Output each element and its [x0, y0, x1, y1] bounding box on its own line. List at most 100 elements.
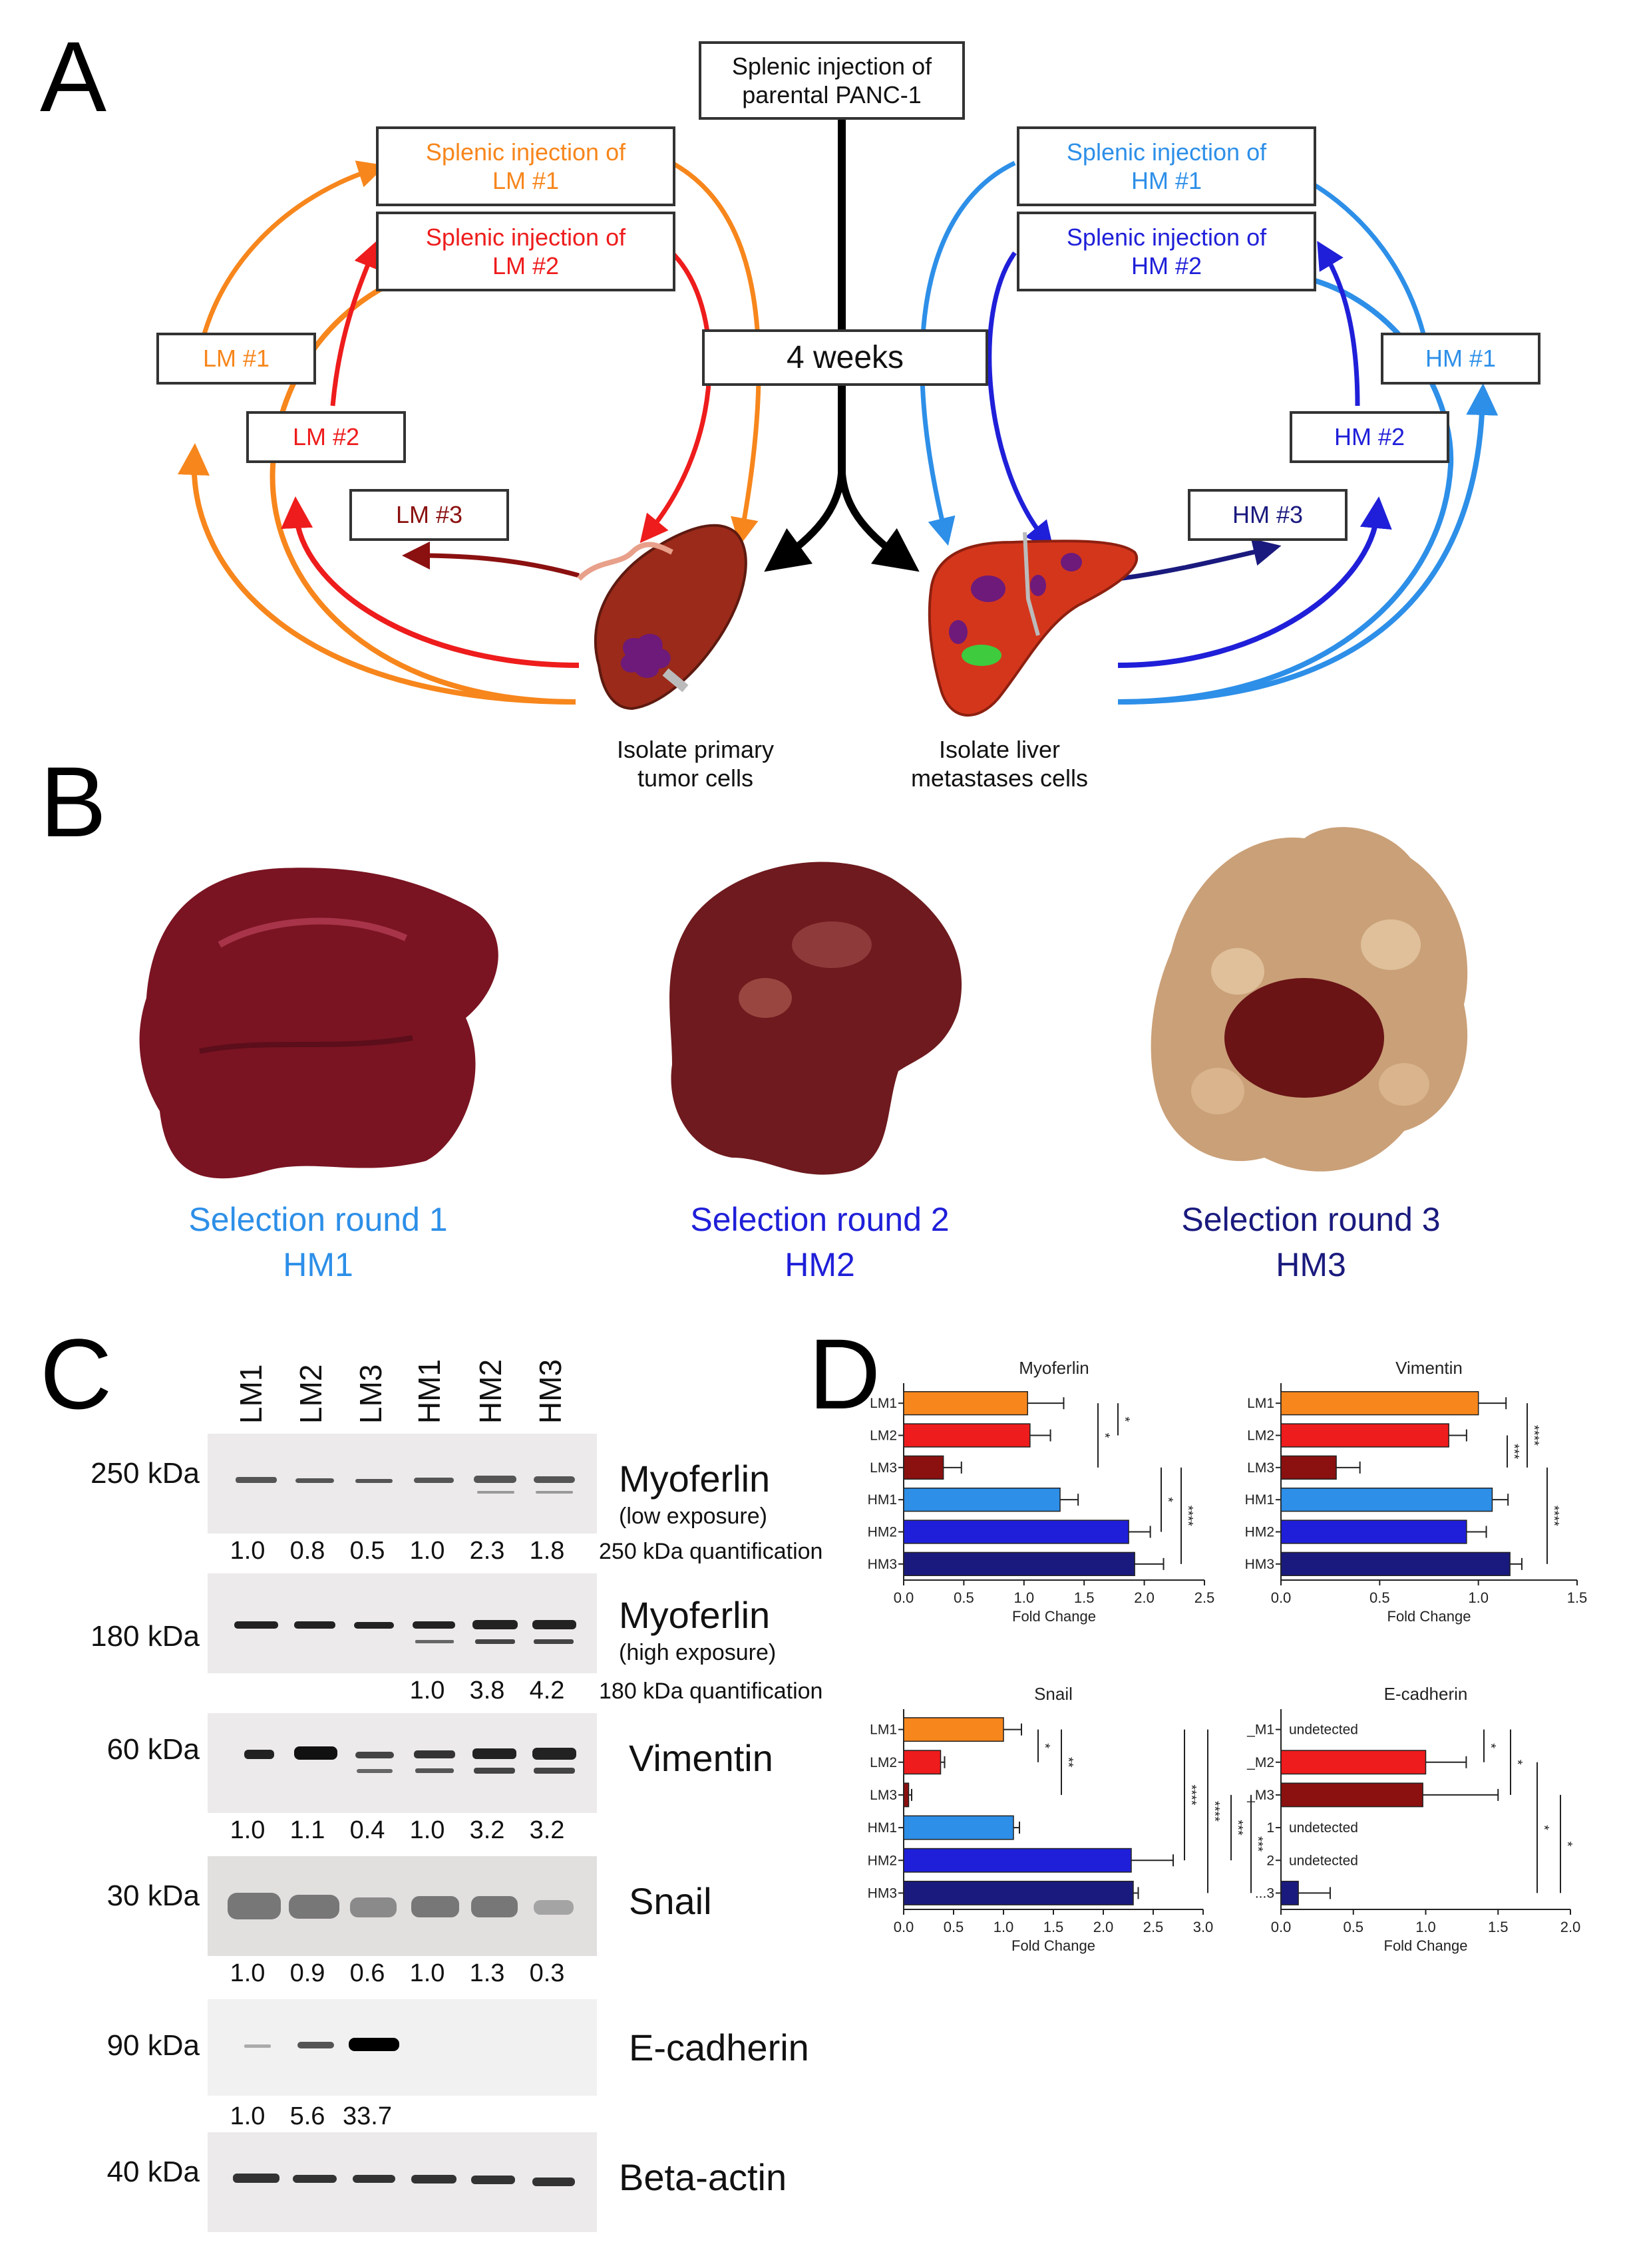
- exposure-label-low: (low exposure): [619, 1504, 767, 1529]
- quant-vimentin-hm3: 3.2: [529, 1816, 565, 1844]
- panel-letter-c: C: [40, 1318, 112, 1430]
- liver-photo-hm3: [1151, 827, 1468, 1172]
- lm1-injection-box: Splenic injection of LM #1: [376, 126, 675, 206]
- quant-myoferlin-high-hm1: 1.0: [409, 1677, 445, 1704]
- quant-snail-hm3: 0.3: [529, 1959, 565, 1987]
- significance-stars: *: [1510, 1760, 1525, 1765]
- significance-stars: *: [1037, 1743, 1052, 1748]
- selection-round-2-caption: Selection round 2 HM2: [690, 1201, 950, 1283]
- quant-myoferlin-low-hm3: 1.8: [529, 1537, 565, 1565]
- significance-stars: *: [1097, 1433, 1112, 1438]
- x-axis-label: Fold Change: [1011, 1937, 1095, 1954]
- category-label: ...3: [1255, 1885, 1274, 1901]
- x-tick-label: 1.0: [993, 1919, 1014, 1935]
- liver-photo-hm1: [139, 868, 498, 1179]
- panel-letter-b: B: [40, 746, 107, 858]
- quant-snail-hm2: 1.3: [469, 1959, 505, 1987]
- quant-myoferlin-low-hm1: 1.0: [409, 1537, 445, 1565]
- quant-snail-lm2: 0.9: [289, 1959, 325, 1987]
- kda-label-myoferlin-low: 250 kDa: [90, 1457, 200, 1490]
- x-tick-label: 1.0: [1415, 1919, 1436, 1935]
- x-axis-label: Fold Change: [1012, 1608, 1096, 1625]
- exposure-label-high: (high exposure): [619, 1640, 777, 1665]
- category-label: HM2: [868, 1853, 897, 1868]
- protein-label-beta-actin: Beta-actin: [619, 2156, 787, 2198]
- selection-round-1-caption: Selection round 1 HM1: [188, 1201, 448, 1283]
- liver-illustration: [928, 532, 1139, 717]
- liver-caption: Isolate liver metastases cells: [910, 736, 1089, 792]
- bar-hm2: [903, 1848, 1132, 1873]
- chart-title: Vimentin: [1395, 1358, 1463, 1378]
- lm1-box: LM #1: [156, 333, 316, 385]
- kda-label-vimentin: 60 kDa: [106, 1733, 200, 1766]
- blot-snail: [208, 1856, 597, 1956]
- category-label: LM1: [870, 1722, 897, 1738]
- quant-ecadherin-lm1: 1.0: [230, 2102, 266, 2130]
- protein-label-myoferlin-high: Myoferlin: [619, 1594, 771, 1636]
- category-label: LM1: [1247, 1396, 1274, 1411]
- chart-title: Myoferlin: [1019, 1358, 1089, 1378]
- category-label: HM3: [1245, 1557, 1274, 1572]
- bar-lm3: [903, 1782, 910, 1808]
- kda-label-myoferlin-high: 180 kDa: [90, 1620, 200, 1653]
- hm2-injection-box: Splenic injection of HM #2: [1017, 212, 1316, 291]
- quant-myoferlin-high-hm3: 4.2: [529, 1677, 565, 1704]
- bar-m3: [1280, 1782, 1423, 1808]
- bar-3: [1280, 1880, 1299, 1905]
- quant-snail-hm1: 1.0: [409, 1959, 445, 1987]
- quant-ecadherin-lm2: 5.6: [289, 2102, 325, 2130]
- significance-stars: *: [1117, 1416, 1132, 1422]
- bar-annotation: undetected: [1289, 1820, 1358, 1836]
- bar-hm3: [903, 1880, 1134, 1905]
- bar-lm3: [1280, 1455, 1337, 1480]
- bar-lm2: [903, 1750, 942, 1775]
- x-tick-label: 3.0: [1193, 1919, 1214, 1935]
- bar-lm1: [1280, 1391, 1479, 1416]
- quant-myoferlin-low-lm3: 0.5: [349, 1537, 385, 1565]
- significance-stars: ***: [1230, 1820, 1245, 1836]
- x-tick-label: 2.0: [1560, 1919, 1581, 1935]
- chart-title: E-cadherin: [1384, 1684, 1468, 1704]
- quant-vimentin-lm3: 0.4: [349, 1816, 385, 1844]
- panel-b-liver-photos: [139, 827, 1468, 1179]
- bar-lm1: [903, 1391, 1028, 1416]
- selection-round-3-caption: Selection round 3 HM3: [1181, 1201, 1441, 1283]
- category-label: HM3: [868, 1885, 897, 1901]
- protein-label-vimentin: Vimentin: [629, 1737, 773, 1779]
- category-label: 1: [1266, 1820, 1274, 1836]
- significance-stars: ****: [1527, 1425, 1541, 1446]
- bar-annotation: undetected: [1289, 1853, 1358, 1868]
- blot-vimentin: [208, 1713, 597, 1813]
- x-tick-label: 0.5: [944, 1919, 964, 1935]
- x-axis-label: Fold Change: [1384, 1937, 1468, 1954]
- quant-vimentin-hm1: 1.0: [409, 1816, 445, 1844]
- x-tick-label: 0.5: [1369, 1589, 1390, 1606]
- bar-hm1: [1280, 1488, 1493, 1512]
- blot-myoferlin-high: [208, 1573, 597, 1673]
- kda-label-ecadherin: 90 kDa: [106, 2029, 200, 2062]
- panel-a-flow-diagram: [178, 116, 1499, 717]
- x-tick-label: 2.5: [1143, 1919, 1164, 1935]
- quant-snail-lm3: 0.6: [349, 1959, 385, 1987]
- blot-ecadherin: [208, 1999, 597, 2096]
- x-axis-label: Fold Change: [1387, 1608, 1471, 1625]
- x-tick-label: 0.5: [954, 1589, 974, 1606]
- four-weeks-box: 4 weeks: [702, 329, 988, 386]
- protein-label-ecadherin: E-cadherin: [629, 2026, 809, 2068]
- significance-stars: ****: [1184, 1784, 1198, 1805]
- category-label: LM2: [870, 1428, 897, 1444]
- category-label: HM2: [868, 1525, 897, 1540]
- significance-stars: ***: [1250, 1836, 1265, 1852]
- lm2-box: LM #2: [246, 411, 406, 463]
- significance-stars: *: [1161, 1497, 1175, 1502]
- bar-hm3: [1280, 1551, 1511, 1576]
- protein-label-snail: Snail: [629, 1880, 712, 1922]
- category-label: HM1: [1245, 1492, 1274, 1508]
- x-tick-label: 0.0: [1271, 1919, 1292, 1935]
- x-tick-label: 0.0: [894, 1589, 914, 1606]
- category-label: LM2: [1247, 1428, 1274, 1444]
- x-tick-label: 1.5: [1567, 1589, 1588, 1606]
- category-label: LM3: [1247, 1460, 1274, 1476]
